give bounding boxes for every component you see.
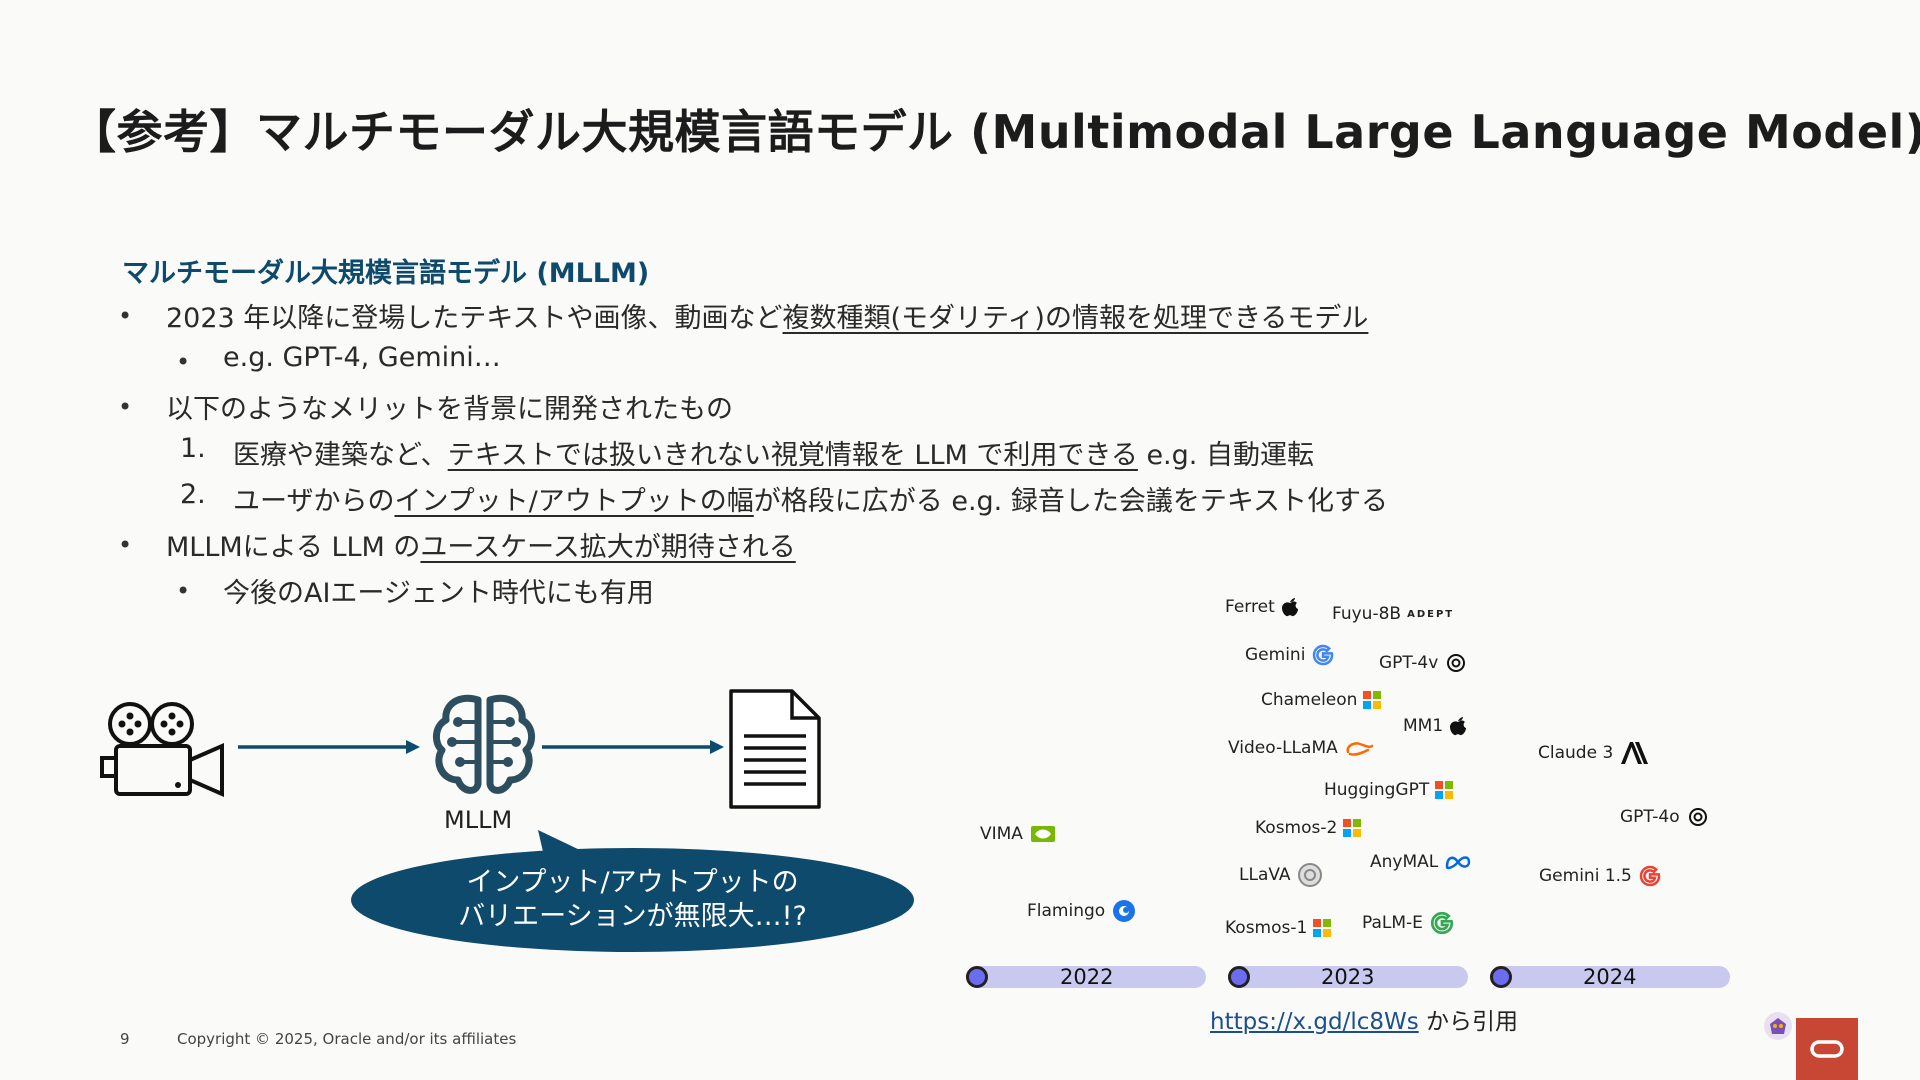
model-fuyu: Fuyu-8B ADEPT	[1332, 604, 1455, 624]
numbered-item-1-emphasis: テキストでは扱いきれない視覚情報を LLM で利用できる	[447, 440, 1138, 471]
video-camera-icon	[100, 702, 224, 798]
year-label: 2022	[1060, 965, 1114, 989]
google-logo-icon	[1639, 865, 1661, 887]
bullet-3: MLLMによる LLM のユースケース拡大が期待される	[166, 532, 796, 563]
model-claude3: Claude 3	[1538, 740, 1653, 766]
timeline-dot	[1490, 966, 1512, 988]
source-citation: https://x.gd/lc8Ws から引用	[1210, 1009, 1519, 1035]
bullet-dot: •	[176, 577, 191, 605]
llava-logo-icon	[1297, 863, 1322, 887]
bullet-3-sub: 今後のAIエージェント時代にも有用	[223, 578, 654, 609]
numbered-item-2: ユーザからのインプット/アウトプットの幅が格段に広がる e.g. 録音した会議を…	[233, 486, 1389, 517]
google-logo-icon	[1430, 911, 1454, 935]
numbered-item-1: 医療や建築など、テキストでは扱いきれない視覚情報を LLM で利用できる e.g…	[233, 440, 1314, 471]
model-kosmos2: Kosmos-2	[1255, 818, 1362, 838]
microsoft-logo-icon	[1435, 781, 1454, 799]
mllm-label: MLLM	[444, 806, 513, 834]
model-gemini: Gemini	[1245, 643, 1335, 667]
timeline-bar-2023	[1228, 966, 1468, 988]
bullet-1-sub: e.g. GPT-4, Gemini…	[223, 342, 501, 373]
model-chameleon: Chameleon	[1261, 690, 1382, 710]
openai-logo-icon	[1447, 654, 1466, 672]
arrow-right-icon	[542, 740, 724, 754]
bullet-dot: •	[118, 302, 133, 330]
model-palme: PaLM-E	[1362, 910, 1455, 936]
document-icon	[729, 689, 821, 809]
bullet-1: 2023 年以降に登場したテキストや画像、動画など複数種類(モダリティ)の情報を…	[166, 303, 1369, 334]
oracle-logo	[1796, 1018, 1858, 1080]
arrow-right-icon	[238, 740, 420, 754]
numbered-item-2-emphasis: インプット/アウトプットの幅	[394, 486, 754, 517]
timeline-dot	[1228, 966, 1250, 988]
speech-bubble: インプット/アウトプットの バリエーションが無限大…!?	[351, 848, 914, 952]
source-link[interactable]: https://x.gd/lc8Ws	[1210, 1009, 1419, 1035]
model-mm1: MM1	[1403, 716, 1467, 736]
bullet-1-emphasis: 複数種類(モダリティ)の情報を処理できるモデル	[782, 303, 1369, 334]
year-label: 2023	[1321, 965, 1375, 989]
openai-logo-icon	[1688, 808, 1707, 826]
anthropic-logo-icon	[1621, 742, 1649, 764]
assistant-avatar-icon[interactable]	[1762, 1010, 1794, 1042]
model-hugginggpt: HuggingGPT	[1324, 780, 1454, 800]
year-label: 2024	[1583, 965, 1637, 989]
model-llava: LLaVA	[1239, 862, 1323, 888]
model-video-llama: Video-LLaMA	[1228, 738, 1374, 758]
microsoft-logo-icon	[1313, 919, 1332, 937]
page-number: 9	[120, 1030, 130, 1048]
deepmind-logo-icon	[1113, 900, 1136, 922]
timeline-bar-2024	[1490, 966, 1730, 988]
model-flamingo: Flamingo	[1027, 898, 1137, 924]
model-vima: VIMA	[980, 824, 1057, 844]
list-number: 1.	[180, 433, 206, 464]
bullet-dot: •	[176, 348, 191, 376]
model-gpt4v: GPT-4v	[1379, 651, 1468, 675]
bullet-dot: •	[118, 393, 133, 421]
slide-title: 【参考】マルチモーダル大規模言語モデル (Multimodal Large La…	[70, 105, 1920, 159]
oracle-logo-icon	[1810, 1040, 1844, 1058]
model-gemini15: Gemini 1.5	[1539, 864, 1662, 888]
model-ferret: Ferret	[1225, 597, 1299, 617]
bullet-dot: •	[118, 531, 133, 559]
model-kosmos1: Kosmos-1	[1225, 918, 1332, 938]
microsoft-logo-icon	[1363, 691, 1382, 709]
timeline-bar-2022	[966, 966, 1206, 988]
nvidia-logo-icon	[1030, 826, 1055, 842]
apple-logo-icon	[1450, 717, 1467, 736]
timeline-dot	[966, 966, 988, 988]
apple-logo-icon	[1281, 598, 1298, 617]
alibaba-logo-icon	[1346, 742, 1373, 756]
bullet-3-emphasis: ユースケース拡大が期待される	[420, 532, 796, 563]
section-heading: マルチモーダル大規模言語モデル (MLLM)	[122, 258, 650, 289]
bullet-2: 以下のようなメリットを背景に開発されたもの	[166, 394, 733, 425]
adept-logo: ADEPT	[1407, 608, 1455, 620]
model-gpt4o: GPT-4o	[1620, 805, 1710, 829]
model-anymal: AnyMAL	[1370, 852, 1472, 872]
meta-logo-icon	[1445, 856, 1471, 870]
microsoft-logo-icon	[1343, 819, 1362, 837]
brain-circuit-icon	[433, 694, 535, 794]
google-logo-icon	[1313, 644, 1334, 666]
copyright: Copyright © 2025, Oracle and/or its affi…	[177, 1030, 517, 1048]
list-number: 2.	[180, 479, 206, 510]
